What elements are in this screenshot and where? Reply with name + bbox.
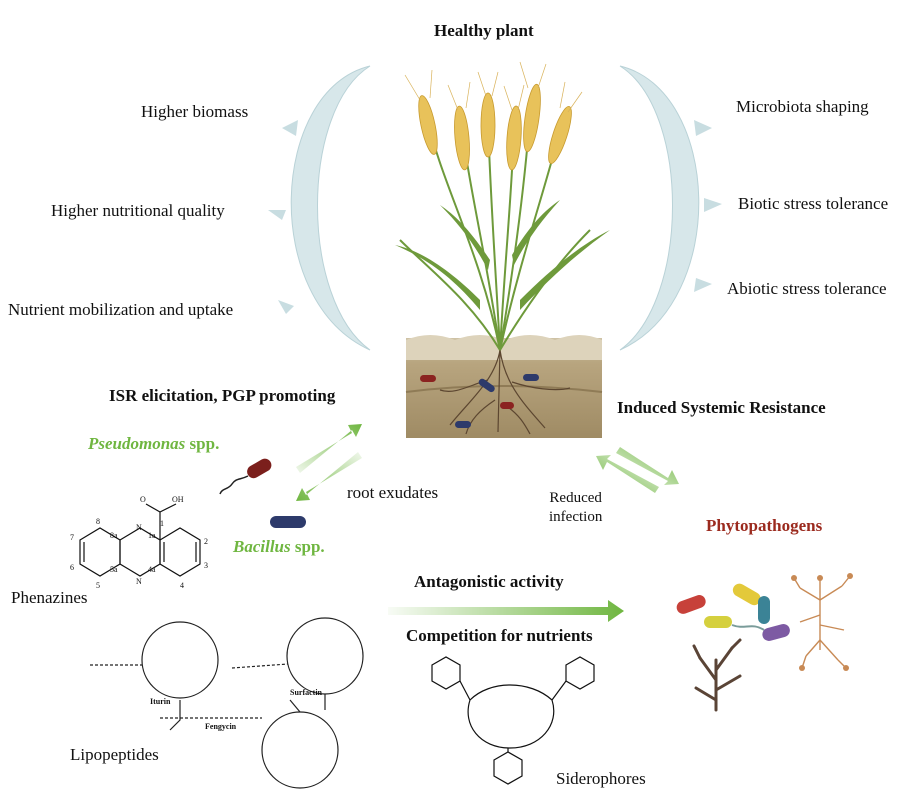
soil-block: [405, 335, 603, 438]
lipopeptide-structures: [90, 617, 364, 789]
svg-text:5a: 5a: [110, 565, 118, 574]
svg-text:N: N: [136, 523, 142, 532]
svg-text:8a: 8a: [110, 531, 118, 540]
svg-text:2: 2: [204, 537, 208, 546]
svg-text:8: 8: [96, 517, 100, 526]
svg-text:N: N: [136, 577, 142, 586]
svg-text:1: 1: [160, 519, 164, 528]
svg-text:6: 6: [70, 563, 74, 572]
reduced-infection-label: Reduced infection: [549, 490, 603, 525]
benefit-biotic-stress: Biotic stress tolerance: [738, 194, 889, 213]
wheat-plant: [395, 61, 610, 351]
phytopathogens-label: Phytopathogens: [706, 516, 823, 535]
benefit-nutritional-quality: Higher nutritional quality: [51, 201, 225, 220]
pseudomonas-label: Pseudomonas spp.: [88, 434, 220, 453]
benefit-abiotic-stress: Abiotic stress tolerance: [727, 279, 887, 298]
arrow-antagonistic: [388, 600, 624, 622]
left-arc: [268, 65, 371, 351]
svg-text:5: 5: [96, 581, 100, 590]
iturin-label: Iturin: [150, 697, 171, 706]
antagonistic-label: Antagonistic activity: [414, 572, 564, 591]
phenazine-atom-labels: N N O OH 7 6 8 5 8a 5a 1a 4a 1 2 3 4: [70, 495, 208, 590]
phenazine-structure: [79, 503, 201, 577]
svg-text:3: 3: [204, 561, 208, 570]
svg-text:O: O: [140, 495, 146, 504]
bacillus-cell: [270, 516, 306, 528]
lipopeptides-label: Lipopeptides: [70, 745, 159, 764]
svg-text:OH: OH: [172, 495, 184, 504]
competition-label: Competition for nutrients: [406, 626, 593, 645]
siderophore-structure: [431, 656, 595, 785]
isr-pgp-label: ISR elicitation, PGP promoting: [109, 386, 336, 405]
right-arc: [619, 65, 722, 351]
root-exudates-label: root exudates: [347, 483, 439, 502]
isr-label: Induced Systemic Resistance: [617, 398, 826, 417]
fengycin-label: Fengycin: [205, 722, 237, 731]
svg-text:7: 7: [70, 533, 74, 542]
arrow-down-to-pathogens: [616, 447, 679, 485]
benefit-microbiota-shaping: Microbiota shaping: [736, 97, 869, 116]
arrow-up-from-pathogens: [596, 455, 659, 493]
svg-text:4: 4: [180, 581, 184, 590]
svg-text:1a: 1a: [148, 531, 156, 540]
bacillus-label: Bacillus spp.: [233, 537, 325, 556]
arrow-up-to-plant: [296, 424, 362, 473]
benefit-higher-biomass: Higher biomass: [141, 102, 249, 121]
svg-text:4a: 4a: [148, 565, 156, 574]
surfactin-label: Surfactin: [290, 688, 322, 697]
pathogens-cluster: [676, 573, 853, 712]
title: Healthy plant: [434, 21, 534, 40]
arrow-down-to-bacteria: [296, 452, 362, 501]
phenazines-label: Phenazines: [11, 588, 88, 607]
siderophores-label: Siderophores: [556, 769, 646, 788]
pseudomonas-cell: [219, 458, 272, 495]
benefit-nutrient-mobilization: Nutrient mobilization and uptake: [8, 300, 234, 319]
soil-bacteria: [420, 374, 539, 428]
